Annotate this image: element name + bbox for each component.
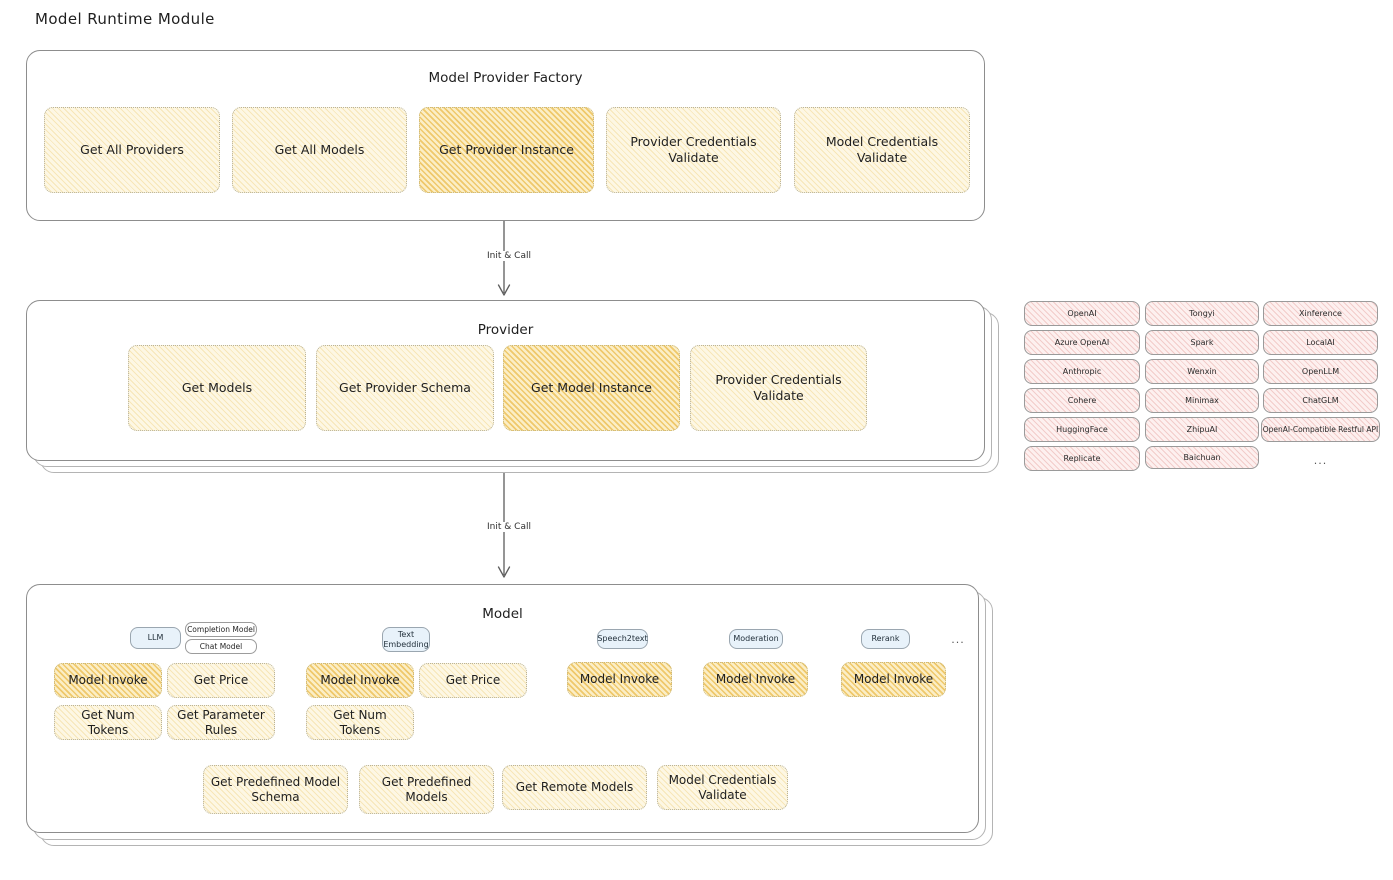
provider-chip-anthropic[interactable]: Anthropic bbox=[1024, 359, 1140, 384]
node-rerank-model-invoke[interactable]: Model Invoke bbox=[841, 662, 946, 697]
node-get-provider-instance[interactable]: Get Provider Instance bbox=[419, 107, 594, 193]
arrow-factory-to-provider bbox=[497, 221, 511, 296]
node-model-credentials-validate-3[interactable]: Model Credentials Validate bbox=[657, 765, 788, 810]
provider-chip-wenxin[interactable]: Wenxin bbox=[1145, 359, 1259, 384]
arrow-label-init-call-1: Init & Call bbox=[455, 251, 563, 261]
model-subchip-chat-model[interactable]: Chat Model bbox=[185, 639, 257, 654]
node-moderation-model-invoke[interactable]: Model Invoke bbox=[703, 662, 808, 697]
provider-chip-huggingface[interactable]: HuggingFace bbox=[1024, 417, 1140, 442]
model-type-badge-moderation[interactable]: Moderation bbox=[729, 629, 783, 649]
provider-chip-azure-openai[interactable]: Azure OpenAI bbox=[1024, 330, 1140, 355]
provider-list-more-ellipsis: ... bbox=[1313, 453, 1328, 467]
node-get-predefined-models[interactable]: Get Predefined Models bbox=[359, 765, 494, 814]
model-type-badge-text-embedding[interactable]: Text Embedding bbox=[382, 627, 430, 652]
node-llm-model-invoke[interactable]: Model Invoke bbox=[54, 663, 162, 698]
node-speech2text-model-invoke[interactable]: Model Invoke bbox=[567, 662, 672, 697]
node-get-provider-schema[interactable]: Get Provider Schema bbox=[316, 345, 494, 431]
provider-chip-chatglm[interactable]: ChatGLM bbox=[1263, 388, 1378, 413]
panel-title-provider: Provider bbox=[477, 322, 534, 338]
provider-chip-xinference[interactable]: Xinference bbox=[1263, 301, 1378, 326]
model-type-badge-rerank[interactable]: Rerank bbox=[861, 629, 910, 649]
panel-title-factory: Model Provider Factory bbox=[428, 70, 583, 86]
node-text-embedding-get-price[interactable]: Get Price bbox=[419, 663, 527, 698]
provider-chip-cohere[interactable]: Cohere bbox=[1024, 388, 1140, 413]
provider-chip-minimax[interactable]: Minimax bbox=[1145, 388, 1259, 413]
provider-chip-zhipuai[interactable]: ZhipuAI bbox=[1145, 417, 1259, 442]
node-llm-get-num-tokens[interactable]: Get Num Tokens bbox=[54, 705, 162, 740]
model-types-more-ellipsis: ... bbox=[951, 632, 965, 646]
node-llm-get-price[interactable]: Get Price bbox=[167, 663, 275, 698]
provider-chip-openai[interactable]: OpenAI bbox=[1024, 301, 1140, 326]
node-get-all-models[interactable]: Get All Models bbox=[232, 107, 407, 193]
provider-chip-spark[interactable]: Spark bbox=[1145, 330, 1259, 355]
provider-chip-openai-compatible-restful-api[interactable]: OpenAI-Compatible Restful API bbox=[1261, 417, 1380, 442]
model-type-badge-speech2text[interactable]: Speech2text bbox=[597, 629, 648, 649]
node-llm-get-parameter-rules[interactable]: Get Parameter Rules bbox=[167, 705, 275, 740]
model-type-badge-llm[interactable]: LLM bbox=[130, 627, 181, 649]
node-text-embedding-model-invoke[interactable]: Model Invoke bbox=[306, 663, 414, 698]
provider-chip-localai[interactable]: LocalAI bbox=[1263, 330, 1378, 355]
provider-chip-openllm[interactable]: OpenLLM bbox=[1263, 359, 1378, 384]
node-provider-credentials-validate-2[interactable]: Provider Credentials Validate bbox=[690, 345, 867, 431]
page-title: Model Runtime Module bbox=[35, 10, 215, 28]
provider-chip-replicate[interactable]: Replicate bbox=[1024, 446, 1140, 471]
provider-chip-baichuan[interactable]: Baichuan bbox=[1145, 446, 1259, 469]
arrow-label-init-call-2: Init & Call bbox=[455, 522, 563, 532]
node-get-model-instance[interactable]: Get Model Instance bbox=[503, 345, 680, 431]
node-get-remote-models[interactable]: Get Remote Models bbox=[502, 765, 647, 810]
node-text-embedding-get-num-tokens[interactable]: Get Num Tokens bbox=[306, 705, 414, 740]
provider-chip-tongyi[interactable]: Tongyi bbox=[1145, 301, 1259, 326]
node-provider-credentials-validate[interactable]: Provider Credentials Validate bbox=[606, 107, 781, 193]
node-get-predefined-model-schema[interactable]: Get Predefined Model Schema bbox=[203, 765, 348, 814]
node-get-models[interactable]: Get Models bbox=[128, 345, 306, 431]
node-model-credentials-validate[interactable]: Model Credentials Validate bbox=[794, 107, 970, 193]
node-get-all-providers[interactable]: Get All Providers bbox=[44, 107, 220, 193]
panel-title-model: Model bbox=[482, 606, 523, 622]
model-subchip-completion-model[interactable]: Completion Model bbox=[185, 622, 257, 637]
